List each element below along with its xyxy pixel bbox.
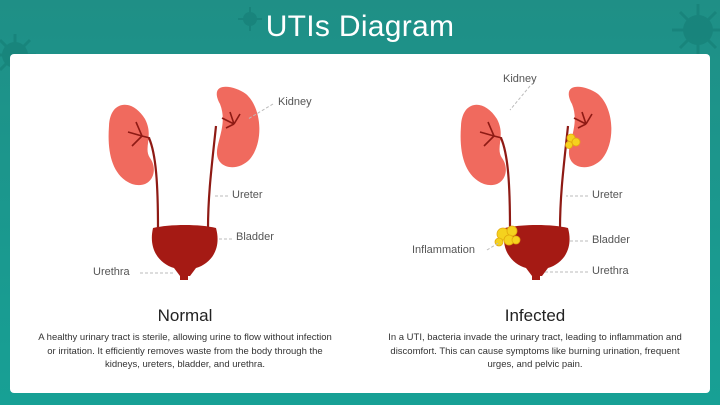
infected-heading: Infected: [504, 306, 566, 325]
infected-kidney-label: Kidney: [503, 73, 537, 85]
infected-ureter-right: [558, 125, 570, 230]
infected-bladder-label: Bladder: [592, 234, 630, 246]
infected-urinary-tract: [460, 85, 612, 280]
normal-urinary-tract: [108, 86, 274, 280]
infected-bladder: [503, 225, 570, 276]
infected-right-kidney: [568, 86, 612, 168]
normal-urethra: [180, 272, 188, 280]
diagram-card: Kidney Ureter Bladder Urethra Kidney Ure…: [10, 54, 710, 393]
inflammation-cluster-bladder: [494, 225, 521, 247]
normal-right-kidney: [216, 86, 260, 168]
normal-heading: Normal: [157, 306, 213, 325]
infected-urethra-label: Urethra: [592, 265, 629, 277]
inflammation-label: Inflammation: [412, 244, 475, 256]
normal-ureter-left: [147, 137, 160, 230]
infected-urethra: [532, 272, 540, 280]
normal-kidney-label: Kidney: [278, 96, 312, 108]
inflammation-cluster-kidney: [565, 133, 581, 149]
normal-left-kidney: [108, 104, 154, 186]
page-title: UTIs Diagram: [265, 10, 455, 43]
normal-bladder: [151, 225, 218, 276]
infected-ureter-left: [499, 137, 512, 230]
normal-urethra-label: Urethra: [93, 266, 130, 278]
germ-icon: [672, 4, 720, 56]
infected-ureter-label: Ureter: [592, 189, 623, 201]
germ-icon: [238, 7, 262, 31]
normal-ureter-label: Ureter: [232, 189, 263, 201]
normal-ureter-right: [206, 125, 218, 230]
infected-description: In a UTI, bacteria invade the urinary tr…: [388, 332, 682, 370]
normal-bladder-label: Bladder: [236, 231, 274, 243]
normal-description: A healthy urinary tract is sterile, allo…: [38, 332, 332, 370]
infected-left-kidney: [460, 104, 506, 186]
urinary-tract-diagram: [108, 85, 612, 280]
